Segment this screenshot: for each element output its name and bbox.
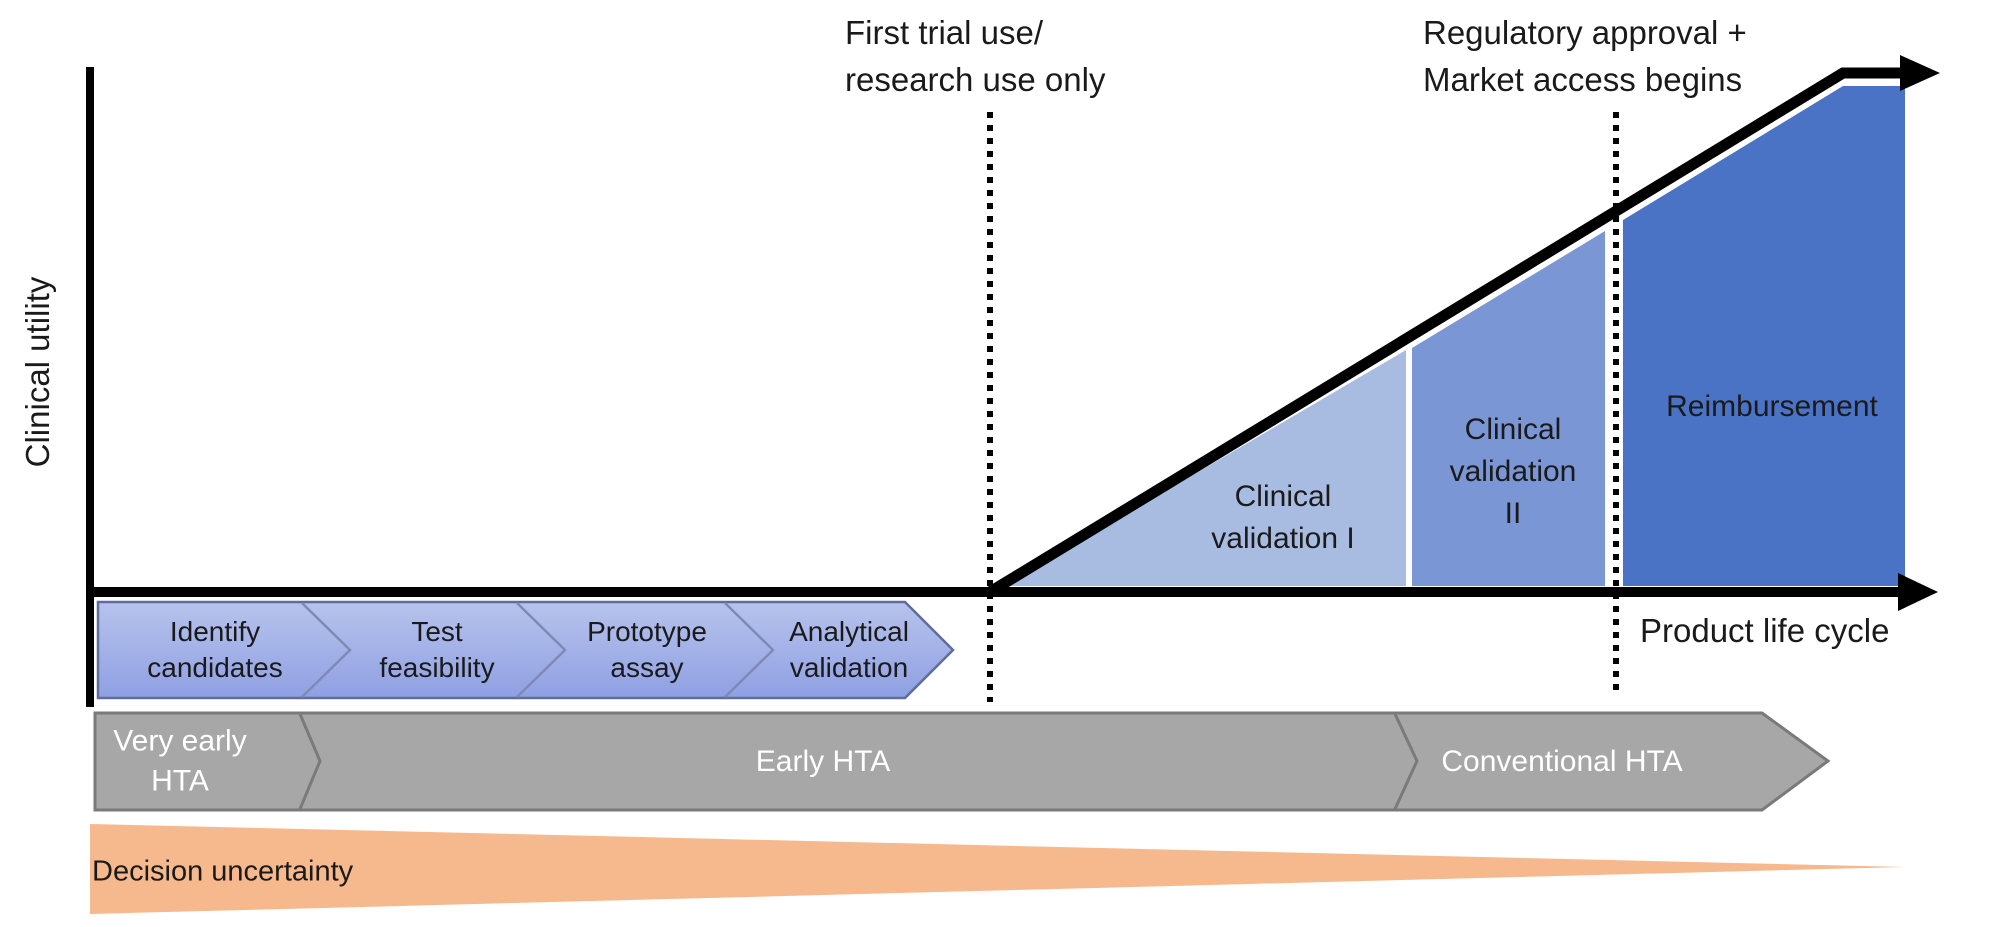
hta-conventional-label: Conventional HTA: [1441, 745, 1683, 779]
decision-uncertainty-label: Decision uncertainty: [92, 855, 354, 888]
stage-separator-2: [516, 602, 567, 698]
hta-separator-1: [298, 713, 322, 810]
reimbursement-label: Reimbursement: [1666, 390, 1878, 423]
milestone-first-trial-label: First trial use/ research use only: [845, 14, 1106, 98]
hta-early-label: Early HTA: [755, 745, 891, 779]
utility-line-arrowhead: [1900, 55, 1940, 91]
stage-test-feasibility-label: Test feasibility: [379, 616, 495, 683]
hta-separator-2: [1393, 713, 1419, 810]
decision-uncertainty-wedge: [90, 824, 1905, 914]
stage-identify-candidates-label: Identify candidates: [147, 616, 283, 683]
x-axis-arrowhead: [1898, 573, 1938, 611]
clinical-validation-2-label: Clinical validation II: [1449, 413, 1577, 530]
reimbursement-area: [1623, 86, 1905, 586]
clinical-validation-1-label: Clinical validation I: [1211, 480, 1355, 555]
y-axis-label: Clinical utility: [19, 276, 56, 468]
x-axis-label: Product life cycle: [1640, 612, 1890, 649]
y-axis: [86, 67, 94, 707]
stage-prototype-assay-label: Prototype assay: [587, 616, 707, 683]
development-stage-band: [96, 600, 955, 700]
stage-analytical-validation-label: Analytical validation: [789, 616, 909, 683]
hta-band: [93, 711, 1831, 812]
stage-separator-1: [301, 602, 352, 698]
utility-growth-line: [987, 67, 1902, 597]
milestone-regulatory-label: Regulatory approval + Market access begi…: [1423, 14, 1747, 98]
hta-very-early-label: Very early HTA: [113, 724, 247, 797]
clinical-validation-2-area: [1412, 231, 1605, 586]
stage-separator-3: [724, 602, 775, 698]
